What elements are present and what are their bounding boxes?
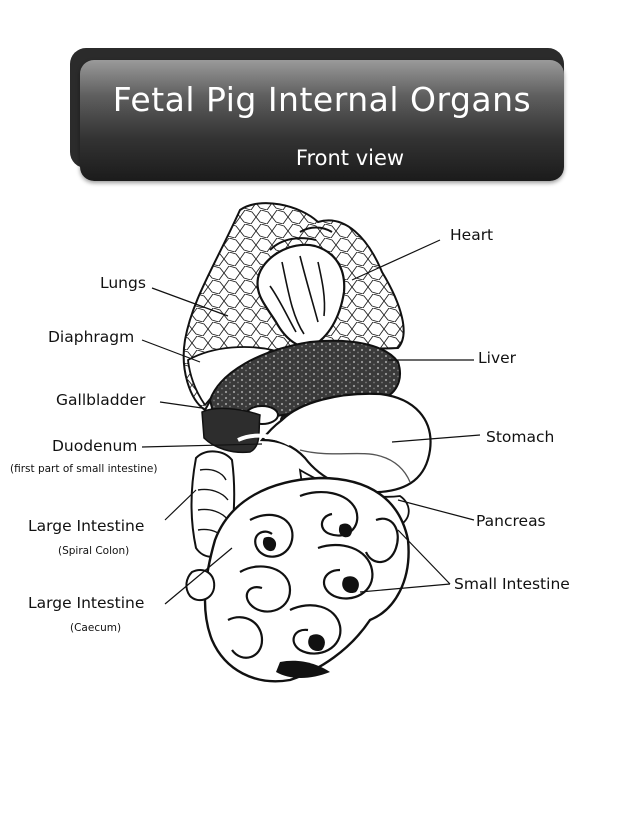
label-heart: Heart xyxy=(450,226,494,244)
label-duodenum: Duodenum xyxy=(52,437,138,455)
intestines-mass xyxy=(203,476,410,683)
caecum-shape xyxy=(185,569,216,602)
label-small-intestine: Small Intestine xyxy=(454,575,570,593)
page-subtitle: Front view xyxy=(295,146,405,170)
label-large-intestine-spiral: Large Intestine xyxy=(28,517,145,535)
page-title: Fetal Pig Internal Organs xyxy=(112,80,532,119)
label-pancreas: Pancreas xyxy=(476,512,546,530)
label-large-intestine-caecum: Large Intestine xyxy=(28,594,145,612)
label-lungs: Lungs xyxy=(100,274,146,292)
leader-lines xyxy=(141,239,481,605)
label-diaphragm: Diaphragm xyxy=(48,328,135,346)
note-caecum: (Caecum) xyxy=(70,622,122,634)
label-liver: Liver xyxy=(478,349,517,367)
heart-shape xyxy=(256,243,346,348)
note-spiral-colon: (Spiral Colon) xyxy=(58,545,130,557)
stomach-shape xyxy=(259,392,432,494)
label-gallbladder: Gallbladder xyxy=(56,391,146,409)
note-duodenum: (first part of small intestine) xyxy=(10,463,158,475)
title-banner: Fetal Pig Internal Organs Front view xyxy=(70,48,564,181)
intestine-shadows xyxy=(262,523,359,678)
intestine-coils xyxy=(227,490,399,659)
label-stomach: Stomach xyxy=(486,428,555,446)
duodenum-shape xyxy=(201,407,261,454)
banner-face: Fetal Pig Internal Organs Front view xyxy=(80,60,564,181)
